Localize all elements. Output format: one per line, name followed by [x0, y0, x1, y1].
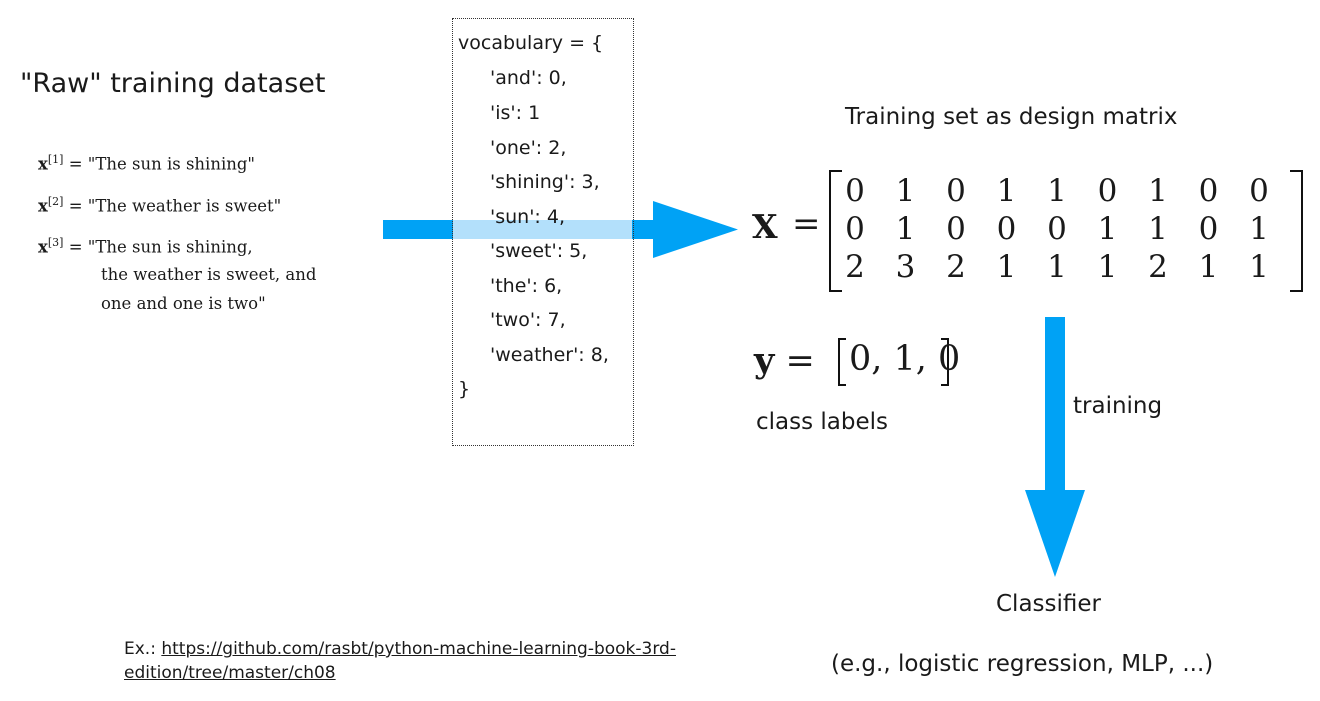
matrix-cell: 0	[1249, 173, 1269, 209]
vocabulary-item: 'and': 0,	[490, 67, 567, 89]
equals-sign: =	[68, 237, 83, 257]
matrix-cell: 3	[895, 249, 916, 285]
vertical-arrow-head	[1025, 490, 1085, 577]
matrix-cell: 1	[1148, 211, 1168, 247]
matrix-cell: 1	[1249, 211, 1269, 247]
matrix-cell: 1	[1047, 173, 1067, 209]
design-matrix-title: Training set as design matrix	[845, 104, 1178, 130]
matrix-cell: 2	[1148, 249, 1168, 285]
raw-dataset-title: "Raw" training dataset	[20, 68, 326, 99]
sample-text: "The weather is sweet"	[87, 196, 282, 216]
sample-3-line-3: one and one is two"	[101, 294, 266, 313]
matrix-symbol: X	[752, 207, 778, 246]
matrix-cell: 0	[996, 211, 1017, 247]
vocabulary-box	[452, 18, 634, 446]
label-vector-values: 0, 1, 0	[849, 339, 961, 379]
matrix-bracket-left	[829, 170, 842, 292]
sample-symbol: x	[38, 196, 48, 216]
training-label: training	[1073, 393, 1163, 419]
sample-3: x[3] = "The sun is shining,	[38, 236, 253, 257]
vocabulary-footer: }	[458, 378, 471, 400]
sample-index: [1]	[47, 153, 64, 166]
matrix-cell: 0	[946, 211, 966, 247]
matrix-cell: 0	[845, 211, 865, 247]
matrix-cell: 2	[946, 249, 966, 285]
equals-sign: =	[68, 196, 83, 216]
matrix-cell: 0	[1047, 211, 1067, 247]
arrow-overlap-highlight	[453, 220, 632, 239]
sample-symbol: x	[38, 237, 48, 257]
equals-sign: =	[785, 341, 815, 381]
sample-3-line-2: the weather is sweet, and	[101, 265, 317, 284]
vocabulary-item: 'two': 7,	[490, 309, 566, 331]
vertical-arrow-shaft	[1045, 317, 1065, 492]
vector-bracket-right	[941, 338, 949, 386]
sample-index: [2]	[47, 195, 64, 208]
vector-bracket-left	[838, 338, 846, 386]
matrix-cell: 0	[1097, 173, 1118, 209]
vocabulary-item: 'is': 1	[490, 102, 541, 124]
footnote-prefix: Ex.:	[124, 639, 162, 659]
sample-symbol: x	[38, 154, 48, 174]
label-vector-lhs: y =	[754, 340, 815, 381]
matrix-cell: 1	[1097, 249, 1118, 285]
footnote-link-line-1: https://github.com/rasbt/python-machine-…	[161, 639, 676, 659]
matrix-cell: 1	[895, 211, 916, 247]
vocabulary-header: vocabulary = {	[458, 32, 604, 54]
matrix-bracket-right	[1290, 170, 1303, 292]
vocabulary-item: 'sweet': 5,	[490, 240, 588, 262]
class-labels-caption: class labels	[756, 409, 889, 435]
matrix-cell: 1	[996, 249, 1017, 285]
vocabulary-item: 'one': 2,	[490, 137, 567, 159]
sample-index: [3]	[47, 236, 64, 249]
footnote: Ex.: https://github.com/rasbt/python-mac…	[124, 637, 676, 685]
matrix-cell: 0	[1198, 173, 1219, 209]
sample-1: x[1] = "The sun is shining"	[38, 153, 255, 174]
vocabulary-item: 'sun': 4,	[490, 206, 565, 228]
matrix-cell: 0	[845, 173, 865, 209]
sample-text: "The sun is shining"	[87, 154, 256, 174]
matrix-cell: 1	[996, 173, 1017, 209]
matrix-cell: 1	[1198, 249, 1219, 285]
matrix-cell: 1	[1249, 249, 1269, 285]
matrix-cell: 0	[1198, 211, 1219, 247]
vocabulary-item: 'weather': 8,	[490, 344, 609, 366]
vocabulary-item: 'shining': 3,	[490, 171, 600, 193]
matrix-cell: 1	[895, 173, 916, 209]
sample-text: "The sun is shining,	[87, 237, 253, 257]
classifier-title: Classifier	[996, 591, 1101, 617]
horizontal-arrow-head	[653, 201, 738, 258]
matrix-cell: 1	[1097, 211, 1118, 247]
footnote-link[interactable]: https://github.com/rasbt/python-machine-…	[124, 639, 676, 683]
matrix-cell: 1	[1047, 249, 1067, 285]
matrix-cell: 2	[845, 249, 865, 285]
matrix-cell: 1	[1148, 173, 1168, 209]
label-symbol: y	[754, 340, 775, 381]
sample-2: x[2] = "The weather is sweet"	[38, 195, 281, 216]
equals-sign: =	[68, 154, 83, 174]
vocabulary-item: 'the': 6,	[490, 275, 563, 297]
equals-sign: =	[792, 204, 821, 244]
classifier-examples: (e.g., logistic regression, MLP, ...)	[831, 651, 1214, 677]
footnote-link-line-2: edition/tree/master/ch08	[124, 663, 336, 683]
matrix-cell: 0	[946, 173, 966, 209]
